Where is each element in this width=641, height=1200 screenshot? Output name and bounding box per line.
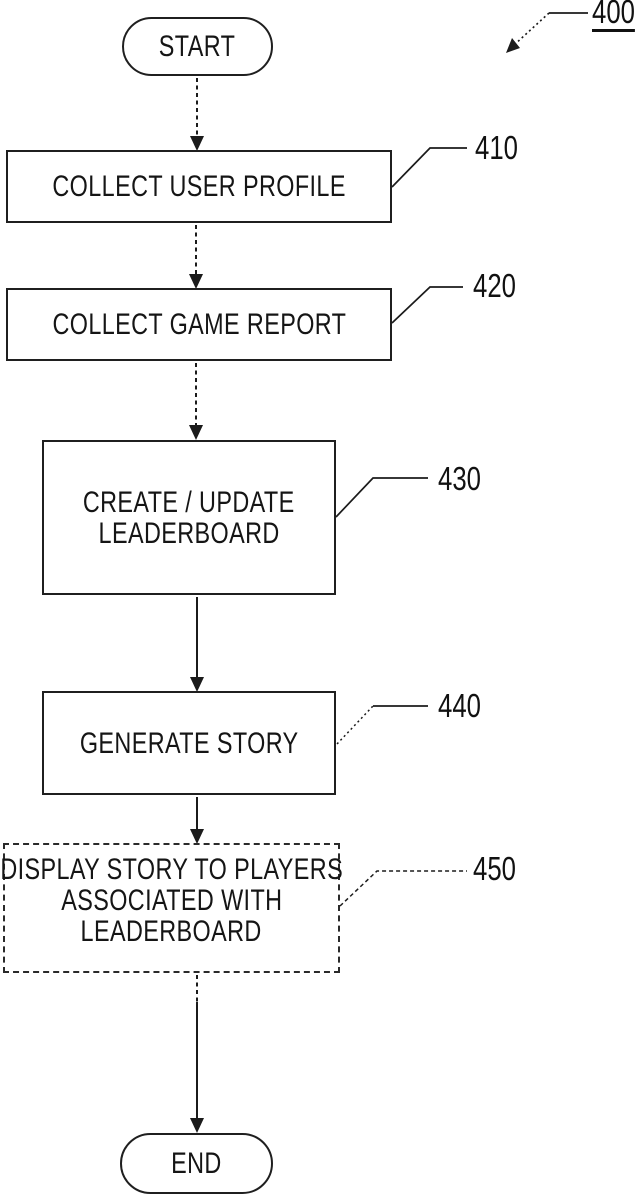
step-label-line: COLLECT USER PROFILE bbox=[52, 170, 346, 203]
step-box-create-update-leaderboard: CREATE / UPDATE LEADERBOARD bbox=[42, 440, 336, 595]
figure-number-label: 400 bbox=[592, 0, 635, 32]
leader-450 bbox=[339, 870, 467, 907]
leader-420 bbox=[391, 286, 463, 324]
ref-label-420: 420 bbox=[473, 267, 516, 304]
leader-430 bbox=[335, 477, 428, 518]
connector-420-to-430 bbox=[189, 363, 203, 440]
leader-410 bbox=[391, 147, 467, 188]
step-label-line: CREATE / UPDATE bbox=[83, 485, 295, 519]
figure-ref-leader-arrow bbox=[506, 12, 588, 53]
ref-label-450: 450 bbox=[473, 850, 516, 887]
leader-440 bbox=[336, 705, 428, 745]
ref-label-440: 440 bbox=[438, 687, 481, 724]
ref-label-410: 410 bbox=[475, 129, 518, 166]
end-terminal: END bbox=[120, 1133, 273, 1194]
step-box-collect-game-report: COLLECT GAME REPORT bbox=[6, 288, 392, 361]
start-label: START bbox=[159, 30, 236, 63]
connector-start-to-410 bbox=[190, 78, 204, 151]
step-box-collect-user-profile: COLLECT USER PROFILE bbox=[6, 150, 392, 223]
step-label-line: DISPLAY STORY TO PLAYERS bbox=[0, 853, 343, 886]
step-label-line: ASSOCIATED WITH bbox=[60, 884, 283, 917]
step-box-display-story: DISPLAY STORY TO PLAYERS ASSOCIATED WITH… bbox=[0, 843, 343, 973]
step-label-line: COLLECT GAME REPORT bbox=[52, 308, 346, 341]
ref-label-430: 430 bbox=[438, 460, 481, 497]
step-label-line: LEADERBOARD bbox=[98, 516, 280, 550]
connector-440-to-450 bbox=[190, 797, 204, 844]
step-box-generate-story: GENERATE STORY bbox=[42, 691, 336, 795]
end-label: END bbox=[171, 1147, 222, 1180]
connector-430-to-440 bbox=[190, 597, 204, 692]
step-label-line: GENERATE STORY bbox=[79, 726, 299, 760]
connector-410-to-420 bbox=[189, 225, 203, 289]
step-label-line: LEADERBOARD bbox=[80, 915, 263, 948]
start-terminal: START bbox=[122, 17, 273, 76]
connector-450-to-end bbox=[190, 975, 204, 1133]
